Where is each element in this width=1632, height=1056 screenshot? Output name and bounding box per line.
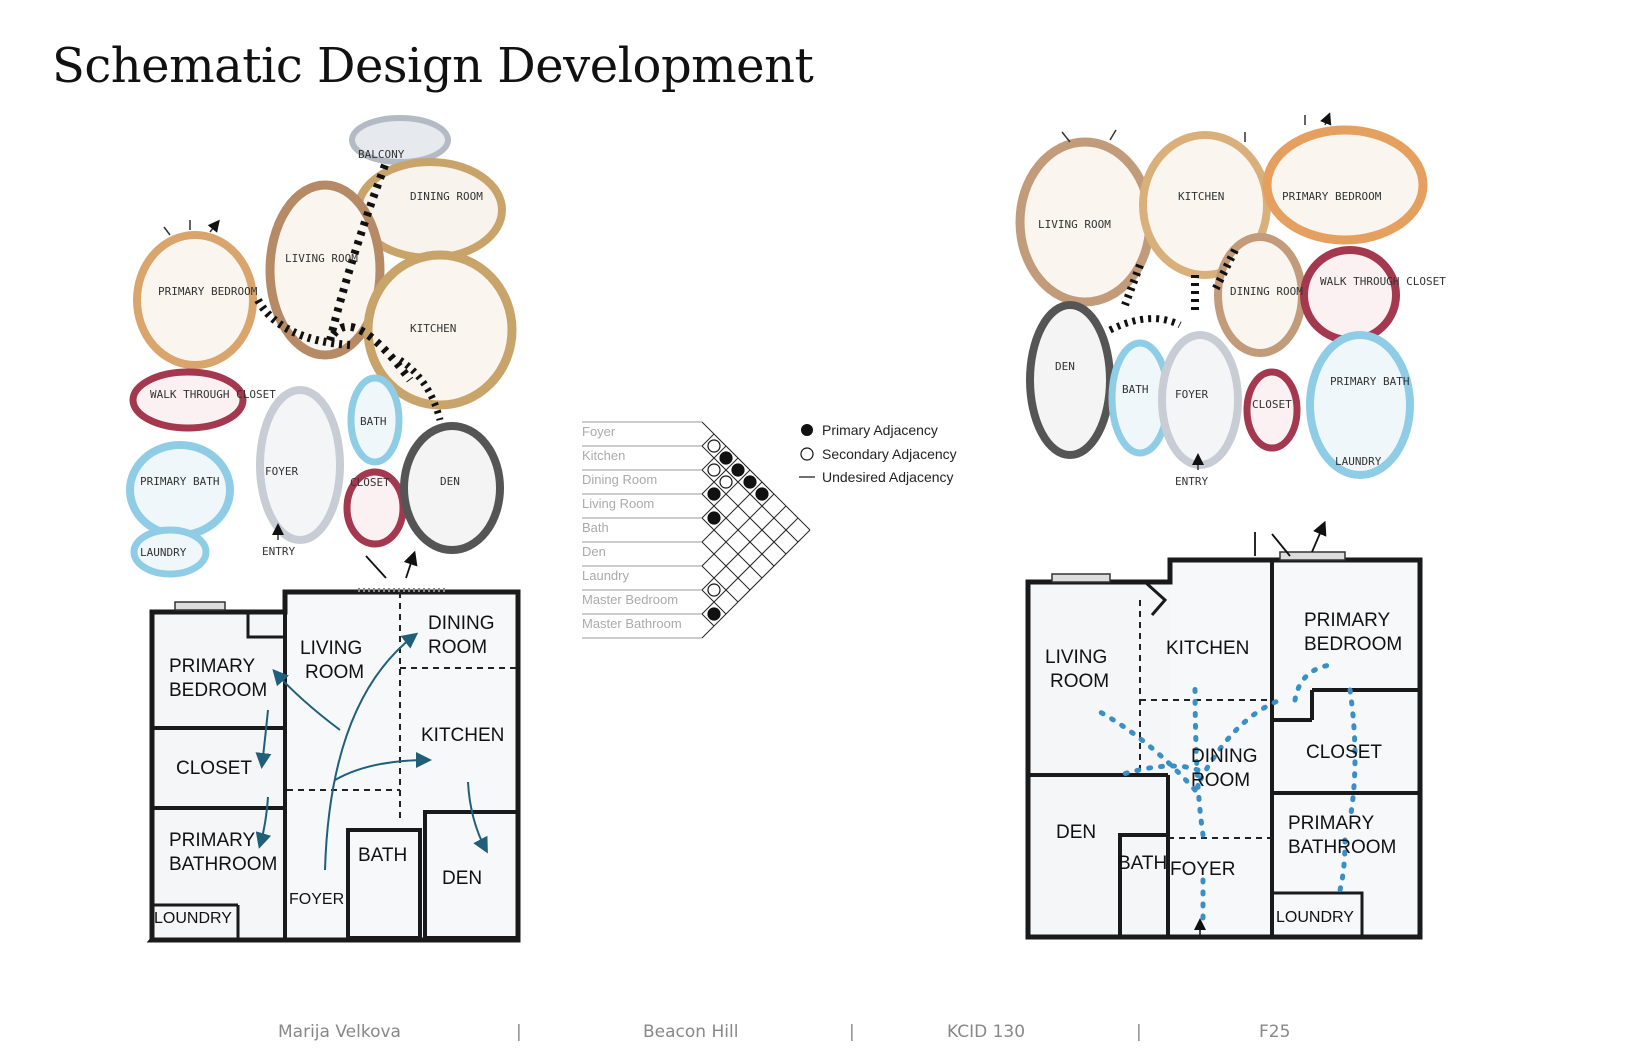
plan2-label-closet: CLOSET xyxy=(1306,742,1382,763)
plan2-label-den: DEN xyxy=(1056,822,1096,843)
plan1-label-primary-2: PRIMARY xyxy=(169,830,256,851)
bubble2-label-primary-bedroom: PRIMARY BEDROOM xyxy=(1282,190,1382,203)
bubble1-label-laundry: LAUNDRY xyxy=(140,546,187,559)
matrix-secondary-mark xyxy=(708,440,720,452)
plan2-label-living: LIVING xyxy=(1045,647,1107,668)
matrix-row-label: Dining Room xyxy=(582,472,657,487)
bubble1-label-primary-bedroom: PRIMARY BEDROOM xyxy=(158,285,258,298)
legend-secondary: Secondary Adjacency xyxy=(822,446,957,462)
matrix-secondary-mark xyxy=(708,584,720,596)
bubble2-label-foyer: FOYER xyxy=(1175,388,1208,401)
bubble1-label-walk-through-closet: WALK THROUGH CLOSET xyxy=(150,388,276,401)
matrix-grid-line xyxy=(702,530,810,638)
plan2-label-laundry: LOUNDRY xyxy=(1276,909,1354,926)
plan2-label-primary: PRIMARY xyxy=(1304,610,1391,631)
primary-adjacency-icon xyxy=(801,424,813,436)
matrix-row-label: Master Bedroom xyxy=(582,592,678,607)
plan1-label-bath: BATH xyxy=(358,845,407,866)
legend-primary: Primary Adjacency xyxy=(822,422,938,438)
plan2-label-foyer: FOYER xyxy=(1170,859,1235,880)
bubble2-label-den: DEN xyxy=(1055,360,1075,373)
matrix-row-label: Den xyxy=(582,544,606,559)
bubble1-label-foyer: FOYER xyxy=(265,465,298,478)
bubble1-label-living-room: LIVING ROOM xyxy=(285,252,358,265)
matrix-row-label: Foyer xyxy=(582,424,616,439)
bubble2-label-bath: BATH xyxy=(1122,383,1149,396)
plan1-label-bedroom: BEDROOM xyxy=(169,680,267,701)
bubble2-label-walk-through-closet: WALK THROUGH CLOSET xyxy=(1320,275,1446,288)
bubble1-label-kitchen: KITCHEN xyxy=(410,322,456,335)
footer-separator-1: | xyxy=(516,1022,522,1042)
plan1-label-kitchen: KITCHEN xyxy=(421,725,504,746)
secondary-adjacency-icon xyxy=(801,448,813,460)
footer: Marija Velkova | Beacon Hill | KCID 130 … xyxy=(0,1022,1632,1046)
floor-plan-1: PRIMARY BEDROOM LIVING ROOM DINING ROOM … xyxy=(152,554,518,940)
footer-separator-2: | xyxy=(849,1022,855,1042)
adjacency-legend: Primary Adjacency Secondary Adjacency Un… xyxy=(799,422,957,485)
footer-author: Marija Velkova xyxy=(278,1022,401,1042)
matrix-row-label: Living Room xyxy=(582,496,654,511)
matrix-primary-mark xyxy=(744,476,756,488)
plan1-label-living: LIVING xyxy=(300,638,362,659)
plan2-label-dining-room: ROOM xyxy=(1191,770,1250,791)
plan2-label-bedroom: BEDROOM xyxy=(1304,634,1402,655)
bubble2-label-living-room: LIVING ROOM xyxy=(1038,218,1111,231)
matrix-grid-line xyxy=(702,518,762,578)
bubble1-label-closet: CLOSET xyxy=(350,476,390,489)
plan2-label-bathroom: BATHROOM xyxy=(1288,837,1396,858)
plan1-label-dining: DINING xyxy=(428,613,495,634)
matrix-primary-mark xyxy=(720,452,732,464)
plan1-label-bathroom: BATHROOM xyxy=(169,854,277,875)
bubble1-label-entry: ENTRY xyxy=(262,545,295,558)
plan2-label-kitchen: KITCHEN xyxy=(1166,638,1249,659)
plan2-label-primary-2: PRIMARY xyxy=(1288,813,1375,834)
plan1-label-foyer: FOYER xyxy=(289,891,344,908)
matrix-secondary-mark xyxy=(708,464,720,476)
matrix-primary-mark xyxy=(732,464,744,476)
plan1-label-dining-room: ROOM xyxy=(428,637,487,658)
footer-project: Beacon Hill xyxy=(643,1022,738,1042)
bubble1-label-dining-room: DINING ROOM xyxy=(410,190,483,203)
plan2-label-dining: DINING xyxy=(1191,746,1258,767)
footer-course: KCID 130 xyxy=(947,1022,1025,1042)
matrix-primary-mark xyxy=(756,488,768,500)
plan1-label-laundry: LOUNDRY xyxy=(154,910,232,927)
matrix-row-label: Bath xyxy=(582,520,609,535)
bubble2-label-laundry: LAUNDRY xyxy=(1335,455,1382,468)
matrix-secondary-mark xyxy=(720,476,732,488)
bubble2-label-dining-room: DINING ROOM xyxy=(1230,285,1303,298)
matrix-primary-mark xyxy=(708,512,720,524)
footer-term: F25 xyxy=(1259,1022,1290,1042)
bubble2-label-entry: ENTRY xyxy=(1175,475,1208,488)
bubble-diagram-1: BALCONY DINING ROOM LIVING ROOM PRIMARY … xyxy=(130,118,512,574)
matrix-row-label: Master Bathroom xyxy=(582,616,682,631)
plan2-label-room: ROOM xyxy=(1050,671,1109,692)
plan1-label-room: ROOM xyxy=(305,662,364,683)
bubble1-label-bath: BATH xyxy=(360,415,387,428)
footer-separator-3: | xyxy=(1136,1022,1142,1042)
matrix-row-label: Kitchen xyxy=(582,448,625,463)
bubble1-label-den: DEN xyxy=(440,475,460,488)
plan1-label-closet: CLOSET xyxy=(176,758,252,779)
bubble2-label-closet: CLOSET xyxy=(1252,398,1292,411)
matrix-primary-mark xyxy=(708,488,720,500)
bubble2-label-primary-bath: PRIMARY BATH xyxy=(1330,375,1409,388)
matrix-row-label: Laundry xyxy=(582,568,629,583)
floor-plan-2: LIVING ROOM KITCHEN PRIMARY BEDROOM CLOS… xyxy=(1028,524,1420,937)
bubble1-label-primary-bath: PRIMARY BATH xyxy=(140,475,219,488)
plan2-label-bath: BATH xyxy=(1118,853,1167,874)
matrix-primary-mark xyxy=(708,608,720,620)
bubble1-label-balcony: BALCONY xyxy=(358,148,405,161)
bubble2-label-kitchen: KITCHEN xyxy=(1178,190,1224,203)
legend-undesired: Undesired Adjacency xyxy=(822,469,954,485)
bubble-diagram-2: LIVING ROOM KITCHEN PRIMARY BEDROOM WALK… xyxy=(1020,115,1446,488)
plan1-label-den: DEN xyxy=(442,868,482,889)
plan1-label-primary: PRIMARY xyxy=(169,656,256,677)
